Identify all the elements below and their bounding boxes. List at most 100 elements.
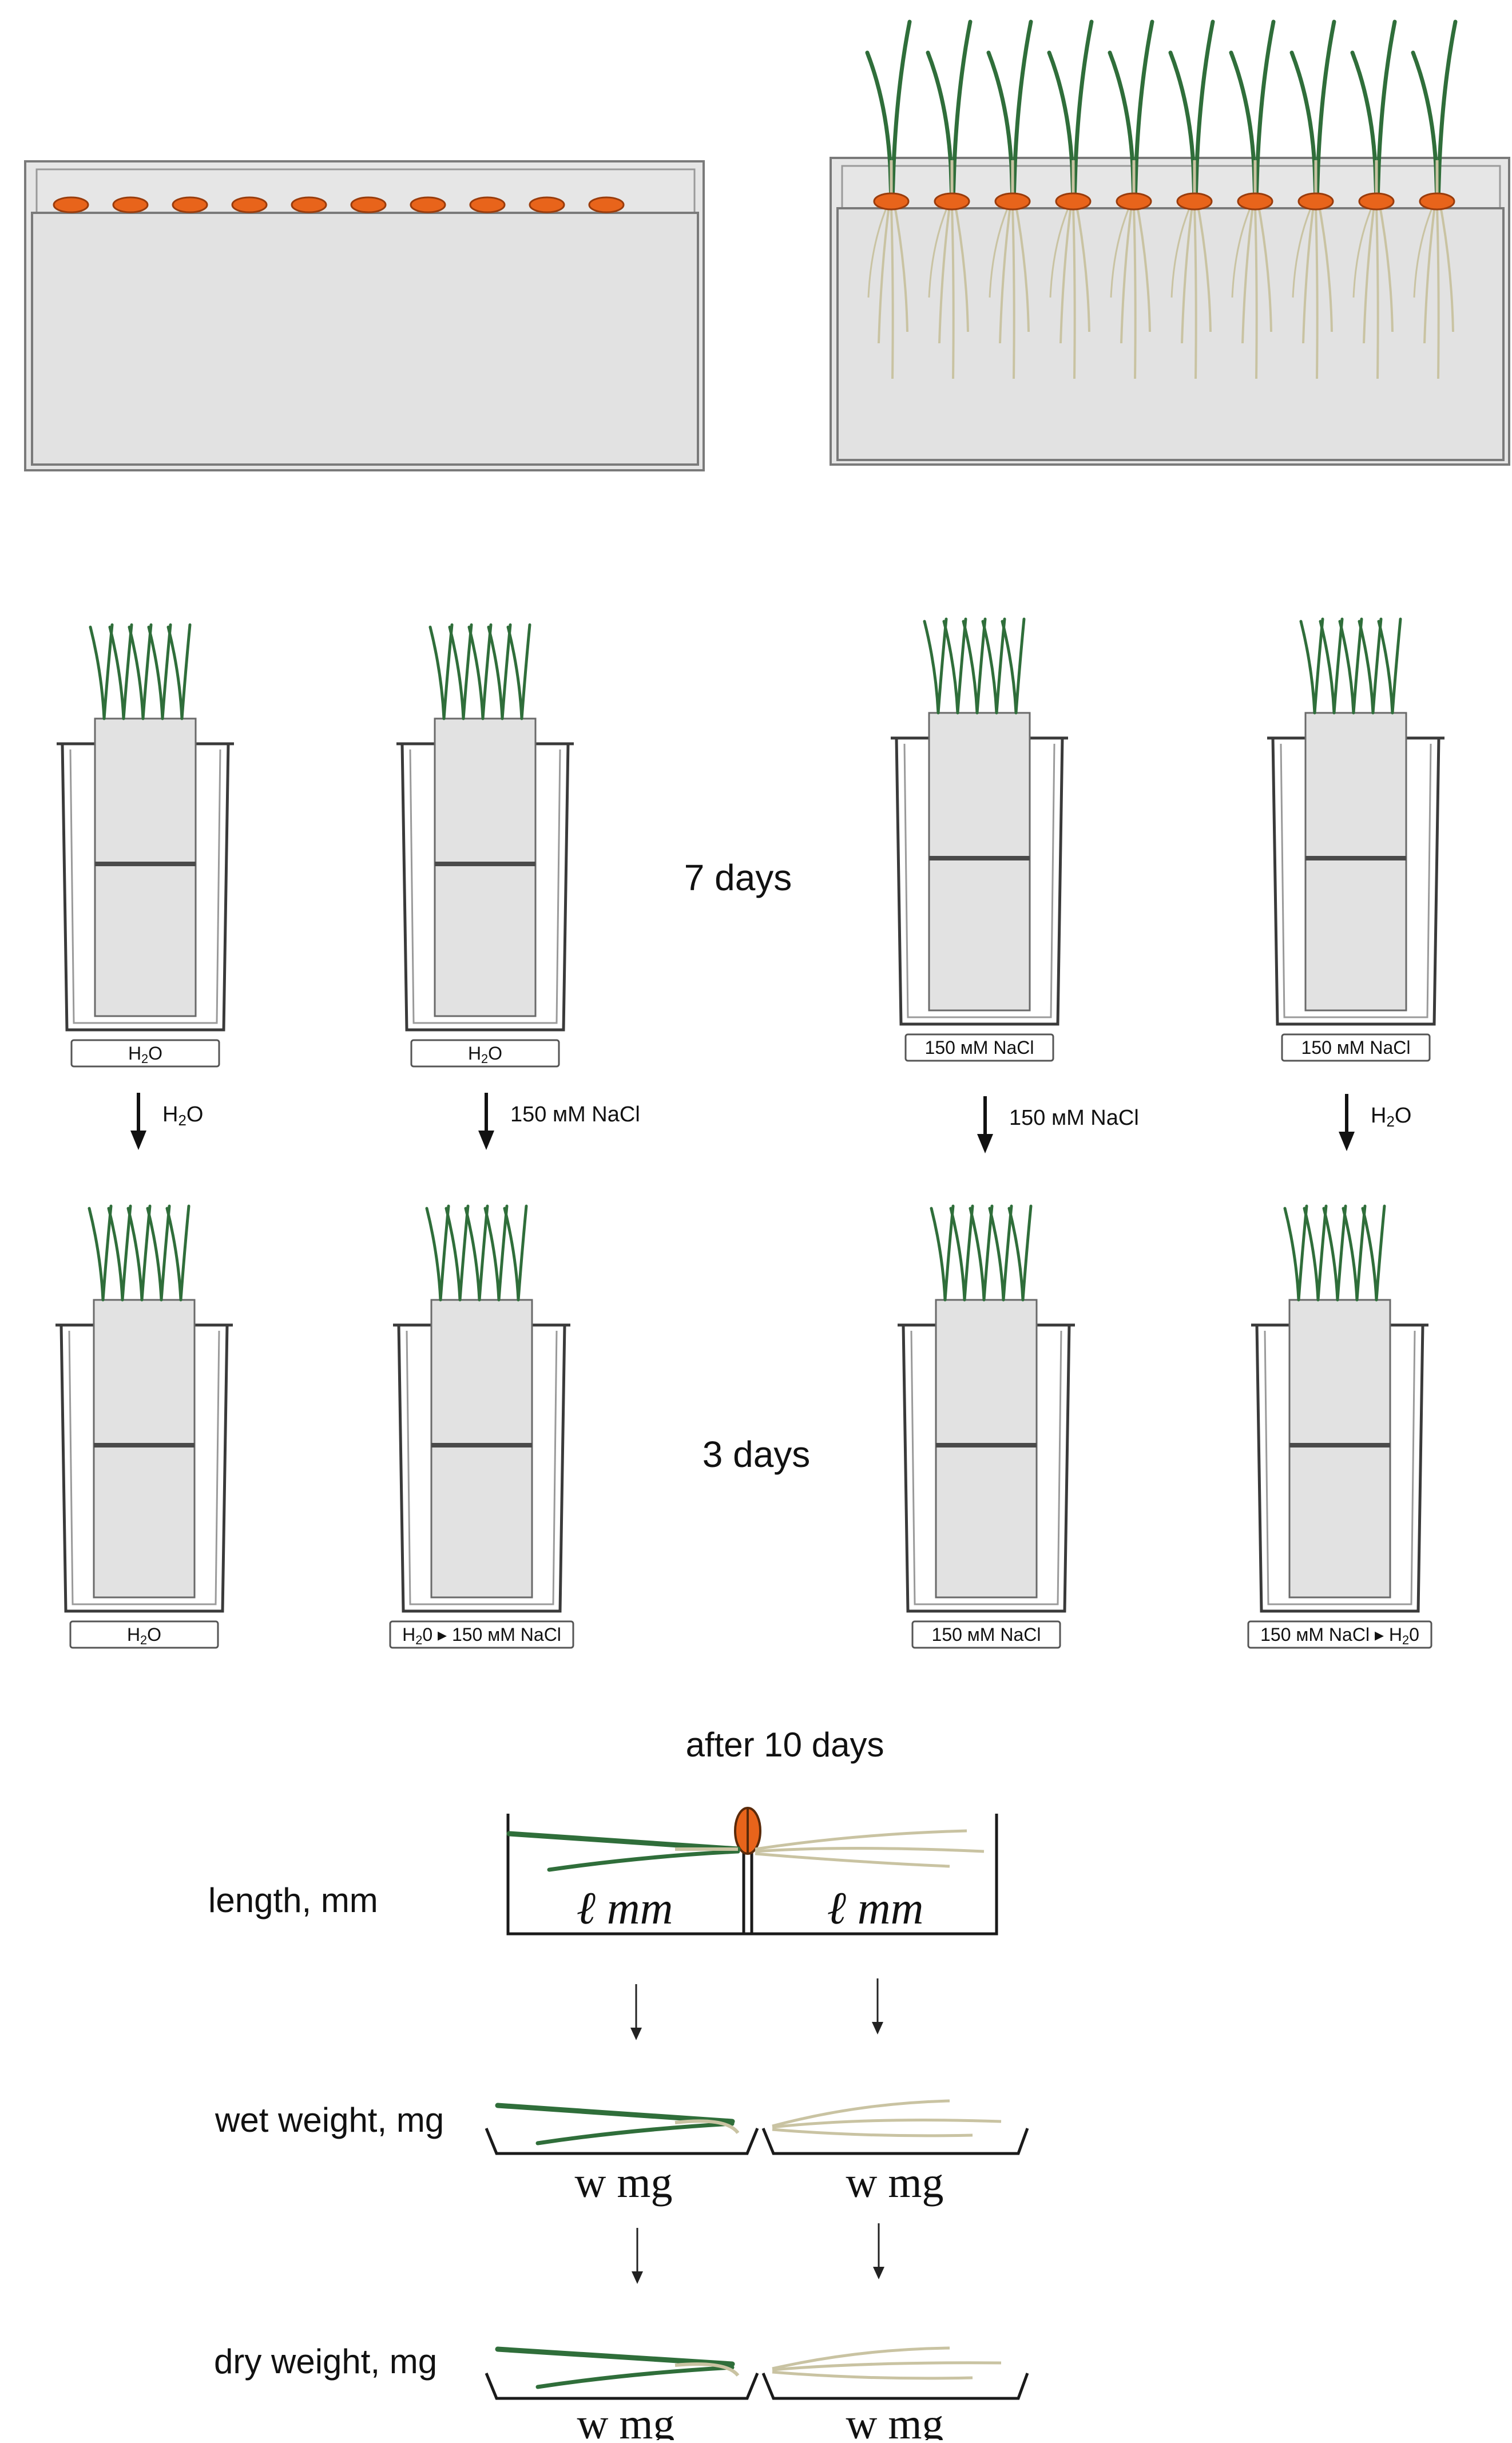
leaf-icon (128, 625, 145, 720)
leaf-icon (1391, 617, 1402, 715)
leaf-icon (988, 1207, 1005, 1302)
leaf-icon (1371, 617, 1383, 715)
seed-icon (172, 196, 208, 213)
arrow-label: 150 мМ NaCl (510, 1102, 640, 1127)
leaf-icon (930, 1207, 947, 1302)
beaker-row-2: H2O H20 ▸ 150 мМ NaCl 150 мМ NaCl 150 мМ Na… (55, 1204, 1432, 1649)
leaf-icon (520, 623, 531, 720)
beaker: 150 мМ NaCl (1267, 617, 1444, 1062)
leaf-icon (483, 1207, 501, 1302)
leaf-icon (982, 1204, 994, 1302)
arrow-label: 150 мМ NaCl (1009, 1106, 1139, 1130)
leaf-icon (962, 620, 979, 715)
length-unit-right: ℓ mm (827, 1883, 924, 1934)
label-box (410, 1039, 560, 1068)
wet-unit-left: w mg (575, 2159, 673, 2207)
shoot-icon (495, 2346, 740, 2389)
leaf-icon (1002, 1204, 1013, 1302)
leaf-icon (1014, 617, 1026, 715)
label-box (1281, 1033, 1431, 1062)
leaf-icon (1297, 1204, 1308, 1302)
leaf-icon (140, 1204, 152, 1302)
seed-tray-left (24, 160, 705, 471)
leaf-icon (442, 623, 454, 720)
beaker-label: H2O (127, 1624, 161, 1647)
leaf-icon (1377, 620, 1394, 715)
root-icon (772, 2099, 1002, 2137)
transfer-arrows: H2O 150 мМ NaCl 150 мМ NaCl H2O (130, 1093, 1411, 1153)
arrow-down: 150 мМ NaCl (478, 1093, 640, 1150)
after-10-days-label: after 10 days (686, 1726, 884, 1764)
leaf-icon (1336, 1204, 1347, 1302)
leaf-icon (122, 623, 133, 720)
wet-unit-right: w mg (846, 2159, 944, 2207)
label-box (904, 1033, 1054, 1062)
seed-icon (588, 196, 625, 213)
seed-icon (934, 192, 970, 211)
leaf-icon (445, 1207, 462, 1302)
leaf-icon (1355, 1204, 1367, 1302)
seed-icon (1237, 192, 1273, 211)
seedling-icon (986, 19, 1033, 379)
leaf-icon (126, 1207, 144, 1302)
beaker-label: H2O (128, 1043, 162, 1066)
label-box (911, 1620, 1061, 1649)
wet-weight-dishes: w mg w mg (485, 2099, 1029, 2207)
arrow-down-icon (1339, 1132, 1355, 1151)
dry-unit-left: w mg (577, 2400, 675, 2440)
leaf-icon (1021, 1204, 1033, 1302)
leaf-icon (936, 617, 948, 715)
leaf-icon (428, 625, 446, 720)
seedling-icon (865, 19, 912, 379)
arrow-label: H2O (1371, 1104, 1411, 1130)
leaf-icon (1361, 1207, 1378, 1302)
leaf-icon (1283, 1207, 1300, 1302)
leaf-icon (1316, 1204, 1328, 1302)
seedling-icon (1229, 19, 1276, 379)
beaker-label: 150 мМ NaCl (1301, 1037, 1411, 1058)
leaf-icon (517, 1204, 528, 1302)
leaf-icon (949, 1207, 966, 1302)
leaf-icon (425, 1207, 442, 1302)
seed-icon (1116, 192, 1152, 211)
seed-icon (1297, 192, 1334, 211)
label-box (1247, 1620, 1432, 1649)
beaker-label: 150 мМ NaCl (932, 1624, 1041, 1645)
leaf-icon (1375, 1204, 1386, 1302)
leaf-icon (487, 625, 504, 720)
leaf-icon (102, 623, 114, 720)
beaker: H2O (55, 1204, 233, 1649)
arrow-label: H2O (162, 1102, 203, 1129)
shoot-icon (506, 1831, 741, 1872)
leaf-icon (89, 625, 106, 720)
seed-icon (994, 192, 1031, 211)
seed-icon (529, 196, 565, 213)
seed-icon (53, 196, 89, 213)
beaker: 150 мМ NaCl (891, 617, 1068, 1062)
down-arrows-1 (630, 1978, 883, 2040)
seed-icon (231, 196, 268, 213)
leaf-icon (963, 1204, 974, 1302)
leaf-icon (942, 620, 959, 715)
arrow-down-icon (130, 1131, 146, 1150)
leaf-icon (166, 625, 184, 720)
leaf-icon (478, 1204, 489, 1302)
root-icon (755, 1829, 985, 1868)
beaker: H20 ▸ 150 мМ NaCl (389, 1204, 574, 1649)
leaf-icon (107, 1207, 124, 1302)
seedling-row (865, 19, 1458, 379)
leaf-icon (439, 1204, 450, 1302)
length-label: length, mm (208, 1881, 378, 1920)
beaker-label: H2O (468, 1043, 502, 1066)
seedling-icon (1411, 19, 1458, 379)
beaker-label: 150 мМ NaCl ▸ H20 (1260, 1624, 1419, 1647)
leaf-icon (101, 1204, 113, 1302)
leaf-icon (165, 1207, 182, 1302)
leaf-icon (462, 623, 473, 720)
seed-icon (1055, 192, 1092, 211)
seed-icon (1358, 192, 1395, 211)
arrow-down-icon (977, 1134, 993, 1153)
dry-weight-dishes: w mg w mg (485, 2346, 1029, 2443)
seedling-icon (926, 19, 973, 379)
